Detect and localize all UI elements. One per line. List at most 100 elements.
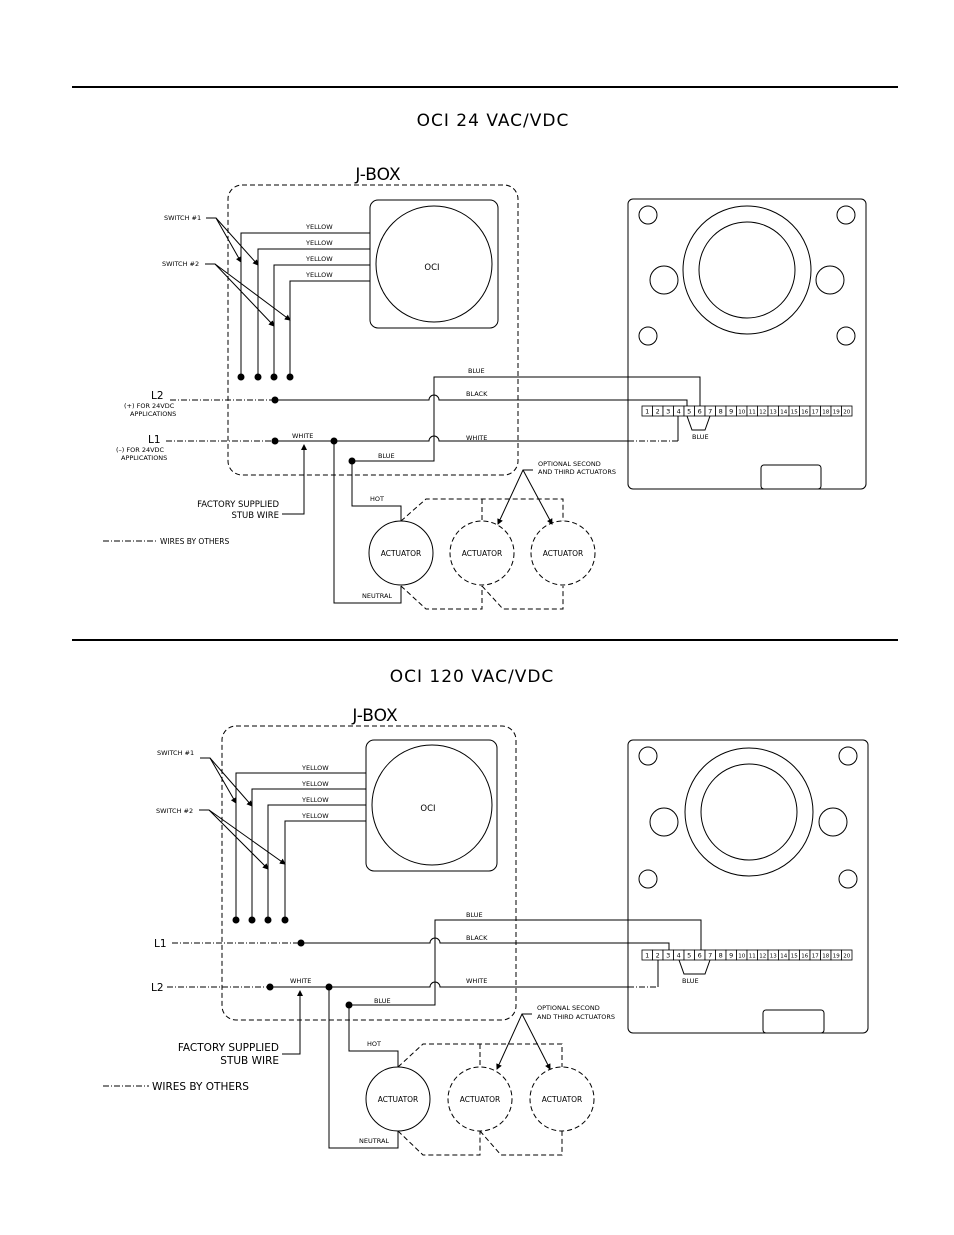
- terminal-number: 10: [738, 954, 745, 960]
- terminal-number: 9: [729, 952, 733, 960]
- terminal-number: 2: [656, 408, 660, 416]
- terminal-number: 4: [677, 952, 681, 960]
- optional-leader: [521, 1013, 551, 1070]
- terminal-dot: [232, 916, 240, 924]
- optional-neutral-wire: [479, 1130, 563, 1156]
- l1-label: L1: [148, 434, 161, 446]
- terminal-number: 16: [801, 954, 808, 960]
- switch-2-leader: [199, 809, 269, 870]
- terminal-number: 5: [687, 408, 691, 416]
- terminal-number: 4: [677, 408, 681, 416]
- white-label: WHITE: [466, 434, 487, 442]
- switch-1-leader: [200, 757, 237, 804]
- terminal-number: 12: [759, 954, 766, 960]
- switch-2-label: SWITCH #2: [156, 807, 193, 815]
- terminal-number: 3: [666, 408, 670, 416]
- terminal-blue-label: BLUE: [692, 433, 709, 441]
- factory-supplied-label: STUB WIRE: [231, 511, 279, 521]
- terminal-dot: [248, 916, 256, 924]
- yellow-wire-1: [235, 772, 366, 920]
- optional-actuator: [449, 520, 515, 586]
- optional-actuators-label: AND THIRD ACTUATORS: [538, 468, 616, 476]
- terminal-number: 2: [656, 952, 660, 960]
- actuator-label: ACTUATOR: [542, 1095, 583, 1104]
- terminal-dot: [264, 916, 272, 924]
- side-hole: [815, 265, 845, 295]
- shaft-outer: [684, 747, 814, 877]
- switch-2-label: SWITCH #2: [162, 260, 199, 268]
- white-label: WHITE: [290, 977, 311, 985]
- terminal-blue-label: BLUE: [682, 977, 699, 985]
- terminal-number: 13: [770, 410, 777, 416]
- terminal-cell: [841, 949, 853, 961]
- wires-by-others-label: WIRES BY OTHERS: [152, 1081, 249, 1093]
- yellow-wire-3: [267, 804, 366, 920]
- stub-wire-leader: [282, 990, 303, 1055]
- l1-note: APPLICATIONS: [121, 454, 167, 462]
- hot-wire: [351, 461, 402, 521]
- terminal-number: 12: [759, 410, 766, 416]
- terminal-cell: [841, 405, 853, 417]
- black-label: BLACK: [466, 390, 488, 398]
- blue-label: BLUE: [468, 367, 485, 375]
- yellow-wire-2: [251, 788, 366, 920]
- optional-actuators-label: AND THIRD ACTUATORS: [537, 1013, 615, 1021]
- terminal-number: 1: [645, 952, 649, 960]
- terminal-number: 18: [822, 410, 829, 416]
- yellow-label: YELLOW: [305, 271, 333, 279]
- diagram-oci-120: OCI 120 VAC/VDC J-BOX OCI YELLOW YELLOW …: [72, 639, 898, 1156]
- actuator-label: ACTUATOR: [543, 549, 584, 558]
- neutral-wire: [333, 441, 402, 604]
- yellow-label: YELLOW: [305, 223, 333, 231]
- yellow-wire-4: [284, 820, 366, 920]
- terminal-number: 14: [780, 954, 787, 960]
- optional-neutral-wire: [481, 585, 564, 610]
- hot-wire: [348, 1005, 399, 1067]
- l2-note: APPLICATIONS: [130, 410, 176, 418]
- terminal-dot: [254, 373, 262, 381]
- switch-1-label: SWITCH #1: [164, 214, 201, 222]
- optional-actuators-label: OPTIONAL SECOND: [538, 460, 601, 468]
- terminal-dot: [281, 916, 289, 924]
- white-label: WHITE: [466, 977, 487, 985]
- switch-1-label: SWITCH #1: [157, 749, 194, 757]
- l1-note: (–) FOR 24VDC: [116, 446, 165, 454]
- blue-wire: [349, 919, 702, 1006]
- terminal-number: 13: [770, 954, 777, 960]
- optional-hot-wire: [397, 1043, 563, 1068]
- conduit-port: [760, 464, 822, 490]
- diagram-oci-24: OCI 24 VAC/VDC J-BOX OCI YELLOW YELLOW Y…: [72, 86, 898, 610]
- factory-supplied-label: STUB WIRE: [220, 1055, 279, 1067]
- shaft-outer: [682, 205, 812, 335]
- terminal-number: 10: [738, 410, 745, 416]
- terminal-number: 6: [698, 408, 702, 416]
- terminal-number: 15: [791, 410, 798, 416]
- shaft-inner: [698, 221, 796, 319]
- actuator-label: ACTUATOR: [381, 549, 422, 558]
- neutral-label: NEUTRAL: [359, 1137, 389, 1145]
- side-hole: [649, 807, 679, 837]
- hot-label: HOT: [367, 1040, 381, 1048]
- black-wire: [301, 937, 670, 952]
- yellow-label: YELLOW: [305, 255, 333, 263]
- mounting-hole: [638, 746, 658, 766]
- jbox-label: J-BOX: [354, 165, 401, 185]
- factory-supplied-label: FACTORY SUPPLIED: [178, 1042, 279, 1054]
- black-wire: [275, 394, 688, 408]
- l2-label: L2: [151, 982, 164, 994]
- optional-actuator: [530, 520, 596, 586]
- mounting-hole: [638, 326, 658, 346]
- oci-housing: [369, 199, 499, 329]
- switch-1-leader: [215, 217, 259, 266]
- yellow-label: YELLOW: [301, 764, 329, 772]
- terminal-number: 8: [719, 408, 723, 416]
- yellow-wire-4: [289, 280, 370, 377]
- mounting-hole: [638, 205, 658, 225]
- optional-neutral-wire: [397, 1130, 481, 1156]
- oci-label: OCI: [420, 804, 435, 814]
- yellow-wire-3: [273, 264, 370, 377]
- switch-1-leader: [209, 757, 253, 807]
- actuator-label: ACTUATOR: [460, 1095, 501, 1104]
- terminal-number: 3: [666, 952, 670, 960]
